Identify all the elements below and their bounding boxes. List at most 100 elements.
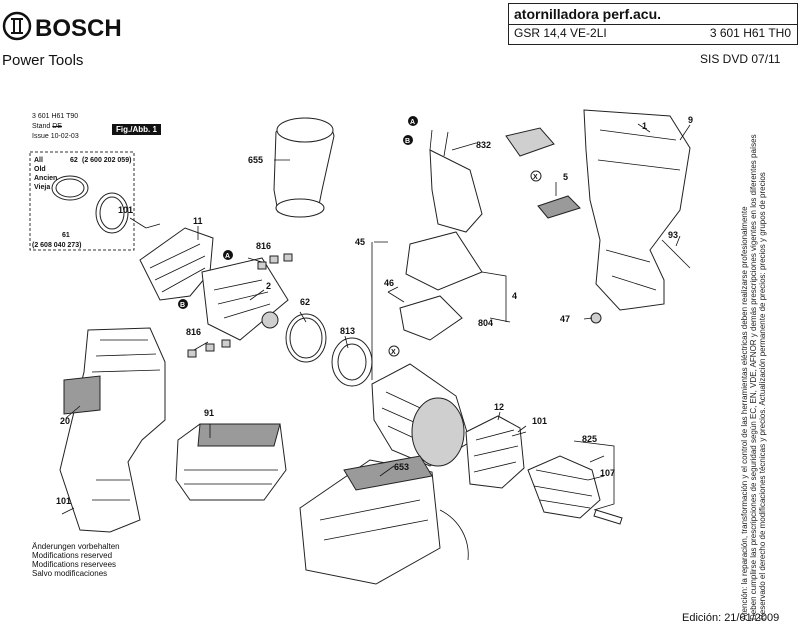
housing-right-1 <box>583 109 691 311</box>
tool-model: GSR 14,4 VE-2LI <box>514 26 607 40</box>
issue-row: Issue 10-02-03 <box>32 132 79 142</box>
part-47 <box>590 312 602 324</box>
label-816-top: 816 <box>256 241 271 251</box>
edition-date: Edición: 21/01/2009 <box>682 612 780 624</box>
bit-93 <box>661 239 691 269</box>
label-47: 47 <box>560 314 570 324</box>
label-832: 832 <box>476 140 491 150</box>
label-653: 653 <box>394 462 409 472</box>
marker-x-housing <box>530 170 542 182</box>
label-45: 45 <box>355 237 365 247</box>
bosch-armature-icon: BOSCH <box>2 11 122 42</box>
part-46 <box>387 291 405 303</box>
label-93: 93 <box>668 230 678 240</box>
label-813: 813 <box>340 326 355 336</box>
marker-b-switch <box>403 135 413 145</box>
part-5 <box>537 195 581 219</box>
battery-91 <box>175 423 287 501</box>
label-9: 9 <box>688 115 693 125</box>
label-12: 12 <box>494 402 504 412</box>
board-804 <box>399 295 463 341</box>
legend-all: All <box>34 157 43 164</box>
label-655: 655 <box>248 155 263 165</box>
charger-653 <box>299 455 469 585</box>
label-a-motor: A <box>225 253 230 260</box>
modification-es: Salvo modificaciones <box>32 569 108 578</box>
label-2: 2 <box>266 281 271 291</box>
brand-subtitle: Power Tools <box>2 52 84 69</box>
label-1: 1 <box>642 121 647 131</box>
side-legal-text: Atención: la reparación, transformación … <box>740 60 767 620</box>
cover-832 <box>505 127 555 157</box>
label-5: 5 <box>563 172 568 182</box>
stand-row: Stand DE <box>32 123 62 130</box>
marker-a-switch <box>408 116 418 126</box>
label-x-gearbox: X <box>391 349 396 356</box>
clutch-ring-12 <box>465 415 525 489</box>
label-804: 804 <box>478 318 493 328</box>
screw-101-handle <box>61 507 75 515</box>
legend-old: Old <box>34 166 46 173</box>
bosch-logo: BOSCH <box>2 6 142 46</box>
legend-ancien: Ancien <box>34 175 57 182</box>
label-825: 825 <box>582 434 597 444</box>
motor-2 <box>201 257 289 341</box>
label-816-bottom: 816 <box>186 327 201 337</box>
legend-part-62: 62 <box>70 157 78 164</box>
label-101-front: 101 <box>532 416 547 426</box>
info-box: 3 601 H61 T90 Stand DE Issue 10-02-03 <box>32 112 79 142</box>
screw-101-chuck <box>593 509 623 525</box>
label-91: 91 <box>204 408 214 418</box>
tool-title: atornilladora perf.acu. <box>514 6 662 22</box>
label-x-housing: X <box>533 174 538 181</box>
screw-101-front <box>511 431 527 437</box>
issue-label: Issue <box>32 133 49 140</box>
screw-101-cover <box>145 223 161 229</box>
title-box: atornilladora perf.acu. GSR 14,4 VE-2LI … <box>508 3 798 45</box>
stand-label: Stand <box>32 123 51 130</box>
label-107: 107 <box>600 468 615 478</box>
marker-b-motor <box>178 299 188 309</box>
switch-45 <box>429 129 483 233</box>
gearbox <box>371 363 471 467</box>
label-62: 62 <box>300 297 310 307</box>
label-20: 20 <box>60 416 70 426</box>
modifications-notice: Änderungen vorbehalten Modifications res… <box>32 542 120 578</box>
modification-fr: Modifications reservees <box>32 560 117 569</box>
side-text-line-2: Deben cumplirse las prescripciones de se… <box>749 134 758 620</box>
side-text-line-1: Atención: la reparación, transformación … <box>740 206 749 620</box>
label-4: 4 <box>512 291 517 301</box>
label-46: 46 <box>384 278 394 288</box>
label-b-switch: B <box>405 138 410 145</box>
brush-set-816-top <box>257 253 293 270</box>
label-101-handle: 101 <box>56 496 71 506</box>
housing-left-20 <box>59 327 166 533</box>
legend-box: All Old Ancien Vieja 62 (2 600 202 059) … <box>29 151 135 251</box>
electronics-4 <box>399 231 483 341</box>
brush-set-816-bottom <box>187 339 231 358</box>
motor-cover-11 <box>139 227 214 301</box>
title-divider <box>509 24 797 25</box>
side-text-line-3: Reservado el derecho de modificaciones t… <box>758 172 767 620</box>
label-101: 101 <box>118 205 133 215</box>
marker-x-gearbox <box>388 345 400 357</box>
chuck-107 <box>527 455 601 519</box>
legend-vieja: Vieja <box>34 184 50 191</box>
tool-part-number: 3 601 H61 TH0 <box>709 26 791 40</box>
duct-655 <box>273 117 335 218</box>
label-11: 11 <box>193 216 203 226</box>
modification-de: Änderungen vorbehalten <box>32 542 120 551</box>
sis-version: SIS DVD 07/11 <box>700 52 781 66</box>
legend-part-62-code: (2 600 202 059) <box>82 157 131 164</box>
leader-lines <box>65 123 691 511</box>
modification-en: Modifications reserved <box>32 551 113 560</box>
drawing-number: 3 601 H61 T90 <box>32 113 79 120</box>
label-a-switch: A <box>410 119 415 126</box>
figure-label: Fig./Abb. 1 <box>112 124 161 135</box>
label-b-motor: B <box>180 302 185 309</box>
legend-part-61-code: (2 608 040 273) <box>32 242 81 249</box>
legend-part-61: 61 <box>62 232 70 239</box>
issue-date: 10-02-03 <box>50 133 79 140</box>
marker-a-motor <box>223 250 233 260</box>
